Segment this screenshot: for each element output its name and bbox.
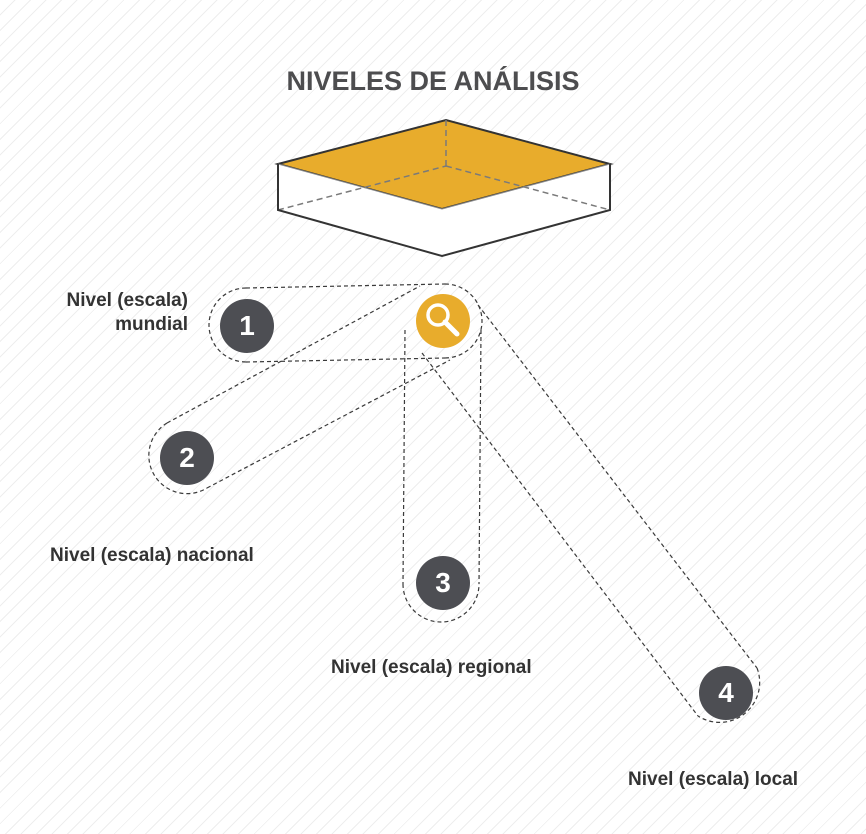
slab-outline: [277, 164, 611, 258]
level-4-label: Nivel (escala) local: [628, 769, 799, 790]
connector-2: [166, 285, 421, 424]
connector-1: [208, 287, 247, 363]
slab-front-right-face: [442, 164, 610, 256]
level-1-label-line1: Nivel (escala): [66, 290, 188, 311]
connector-1: [245, 357, 446, 363]
level-3-label: Nivel (escala) regional: [331, 657, 532, 678]
connector-3: [402, 583, 480, 623]
connector-2: [148, 422, 208, 495]
slab-top-diagonal: [441, 163, 611, 210]
level-2-badge: 2: [160, 431, 214, 485]
connector-group: [148, 283, 761, 723]
level-1-label: Nivel (escala) mundial: [20, 289, 188, 337]
connector-4: [697, 667, 761, 723]
level-4-badge: 4: [699, 666, 753, 720]
level-3-badge: 3: [416, 556, 470, 610]
connector-1: [245, 283, 446, 289]
connector-1: [444, 283, 483, 359]
connector-3: [402, 329, 406, 585]
level-1-label-line2: mundial: [115, 314, 188, 335]
magnifier-icon: [416, 294, 470, 348]
connector-4: [477, 304, 758, 669]
slab-hidden-edge: [277, 165, 447, 211]
connector-3: [478, 329, 482, 585]
slab-hidden-edge: [445, 165, 611, 211]
connector-2: [206, 359, 451, 489]
slab-top-diagonal: [277, 163, 443, 210]
level-1-badge: 1: [220, 299, 274, 353]
slab-front-left-face: [278, 164, 442, 256]
level-2-label: Nivel (escala) nacional: [50, 545, 254, 566]
connector-4: [421, 352, 699, 717]
page-title: NIVELES DE ANÁLISIS: [286, 66, 580, 96]
terrain-slab: [274, 118, 614, 258]
